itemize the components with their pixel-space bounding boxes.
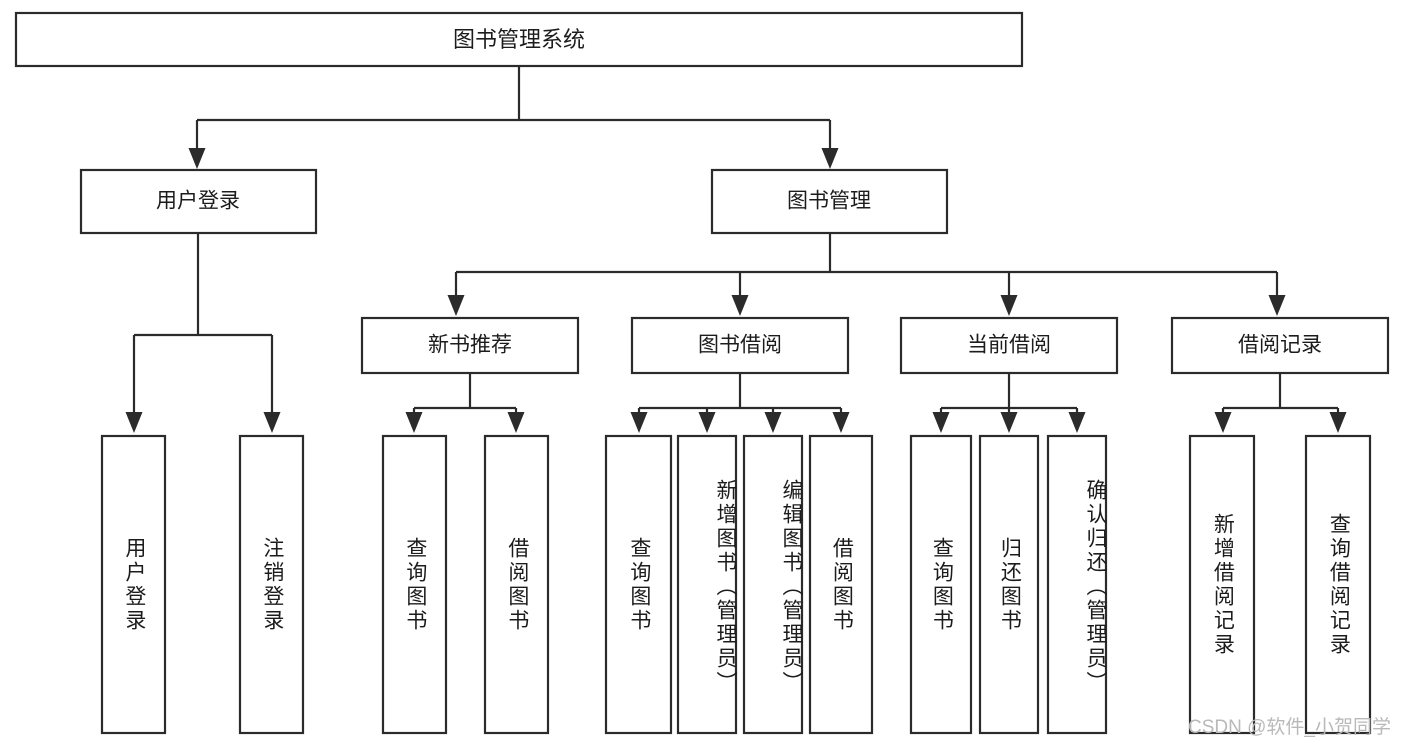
connector-group-new-book-recommend-to-leaves xyxy=(405,373,525,433)
arrow-to-new-book-recommend xyxy=(447,295,465,316)
arrow-to-leaf-return-book xyxy=(1000,412,1018,433)
connector-group-root-to-level2 xyxy=(188,66,839,169)
connector-group-borrow-record-to-leaves xyxy=(1214,373,1347,433)
connector-group-book-borrow-to-leaves xyxy=(630,373,850,433)
leaf-box-borrow-book-1[interactable] xyxy=(483,434,550,735)
arrow-to-book-borrow xyxy=(731,295,749,316)
node-current-borrow[interactable]: 当前借阅 xyxy=(899,316,1119,375)
leaf-box-edit-book[interactable] xyxy=(742,434,804,735)
node-user-login-label: 用户登录 xyxy=(156,190,240,213)
leaf-box-add-record[interactable] xyxy=(1188,434,1256,735)
arrow-to-leaf-query-book-1 xyxy=(405,412,423,433)
node-book-manage[interactable]: 图书管理 xyxy=(710,168,949,235)
leaf-boxes xyxy=(100,434,1372,735)
node-book-borrow-label: 图书借阅 xyxy=(698,334,782,357)
leaf-box-borrow-book-2[interactable] xyxy=(808,434,874,735)
arrow-to-leaf-query-book-2 xyxy=(630,412,648,433)
arrow-to-leaf-confirm-return xyxy=(1068,412,1086,433)
node-new-book-recommend-label: 新书推荐 xyxy=(428,334,512,357)
leaf-box-user-login[interactable] xyxy=(100,434,167,735)
arrow-to-user-login xyxy=(188,148,206,169)
node-borrow-record-label: 借阅记录 xyxy=(1238,334,1322,357)
node-new-book-recommend[interactable]: 新书推荐 xyxy=(360,316,580,375)
leaf-box-query-record[interactable] xyxy=(1304,434,1372,735)
node-borrow-record[interactable]: 借阅记录 xyxy=(1170,316,1390,375)
arrow-to-book-manage xyxy=(821,148,839,169)
arrow-to-leaf-borrow-book-1 xyxy=(507,412,525,433)
leaf-box-user-logout[interactable] xyxy=(238,434,305,735)
node-book-manage-label: 图书管理 xyxy=(787,190,871,213)
arrow-to-leaf-add-record xyxy=(1214,412,1232,433)
arrow-to-leaf-user-logout xyxy=(263,412,281,433)
arrow-to-leaf-query-record xyxy=(1329,412,1347,433)
node-user-login[interactable]: 用户登录 xyxy=(79,168,318,235)
node-current-borrow-label: 当前借阅 xyxy=(967,334,1051,357)
arrow-to-current-borrow xyxy=(1000,295,1018,316)
leaf-box-return-book[interactable] xyxy=(978,434,1040,735)
leaf-box-add-book[interactable] xyxy=(676,434,738,735)
node-book-borrow[interactable]: 图书借阅 xyxy=(630,316,850,375)
connector-group-current-borrow-to-leaves xyxy=(932,373,1086,433)
leaf-box-query-book-1[interactable] xyxy=(381,434,448,735)
arrow-to-borrow-record xyxy=(1268,295,1286,316)
arrow-to-leaf-add-book xyxy=(698,412,716,433)
connector-group-book-manage-to-level3 xyxy=(447,233,1286,316)
node-root[interactable]: 图书管理系统 xyxy=(14,11,1024,68)
node-root-label: 图书管理系统 xyxy=(453,27,585,52)
leaf-box-query-book-2[interactable] xyxy=(604,434,673,735)
arrow-to-leaf-query-book-3 xyxy=(932,412,950,433)
arrow-to-leaf-user-login xyxy=(125,412,143,433)
connector-group-user-login-to-leaves xyxy=(125,233,281,433)
arrow-to-leaf-borrow-book-2 xyxy=(832,412,850,433)
leaf-box-confirm-return[interactable] xyxy=(1046,434,1108,735)
arrow-to-leaf-edit-book xyxy=(764,412,782,433)
leaf-box-query-book-3[interactable] xyxy=(909,434,973,735)
